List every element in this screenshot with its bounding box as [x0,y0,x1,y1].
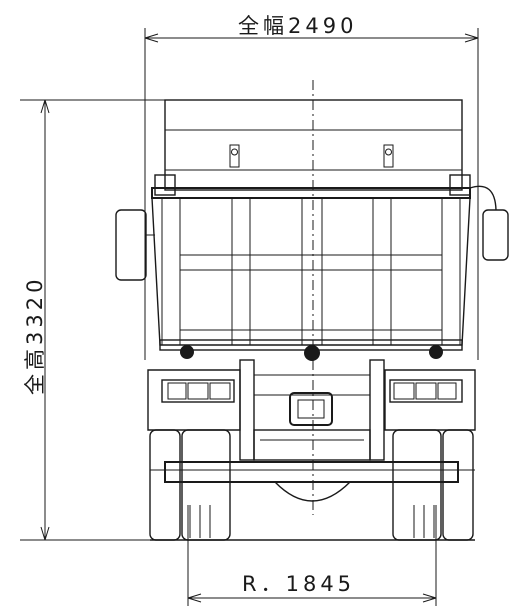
overall-height-label: 全高3320 [23,276,47,395]
overall-width-dimension: 全幅2490 [144,14,479,360]
rear-wheels [149,429,475,541]
rear-tread-dimension: R．1845 [187,505,437,606]
chassis [147,359,476,502]
rear-tread-label: R．1845 [242,572,355,596]
overall-width-label: 全幅2490 [238,14,357,38]
dump-body [151,99,471,361]
side-mirrors [115,185,509,281]
overall-height-dimension: 全高3320 [20,99,185,541]
